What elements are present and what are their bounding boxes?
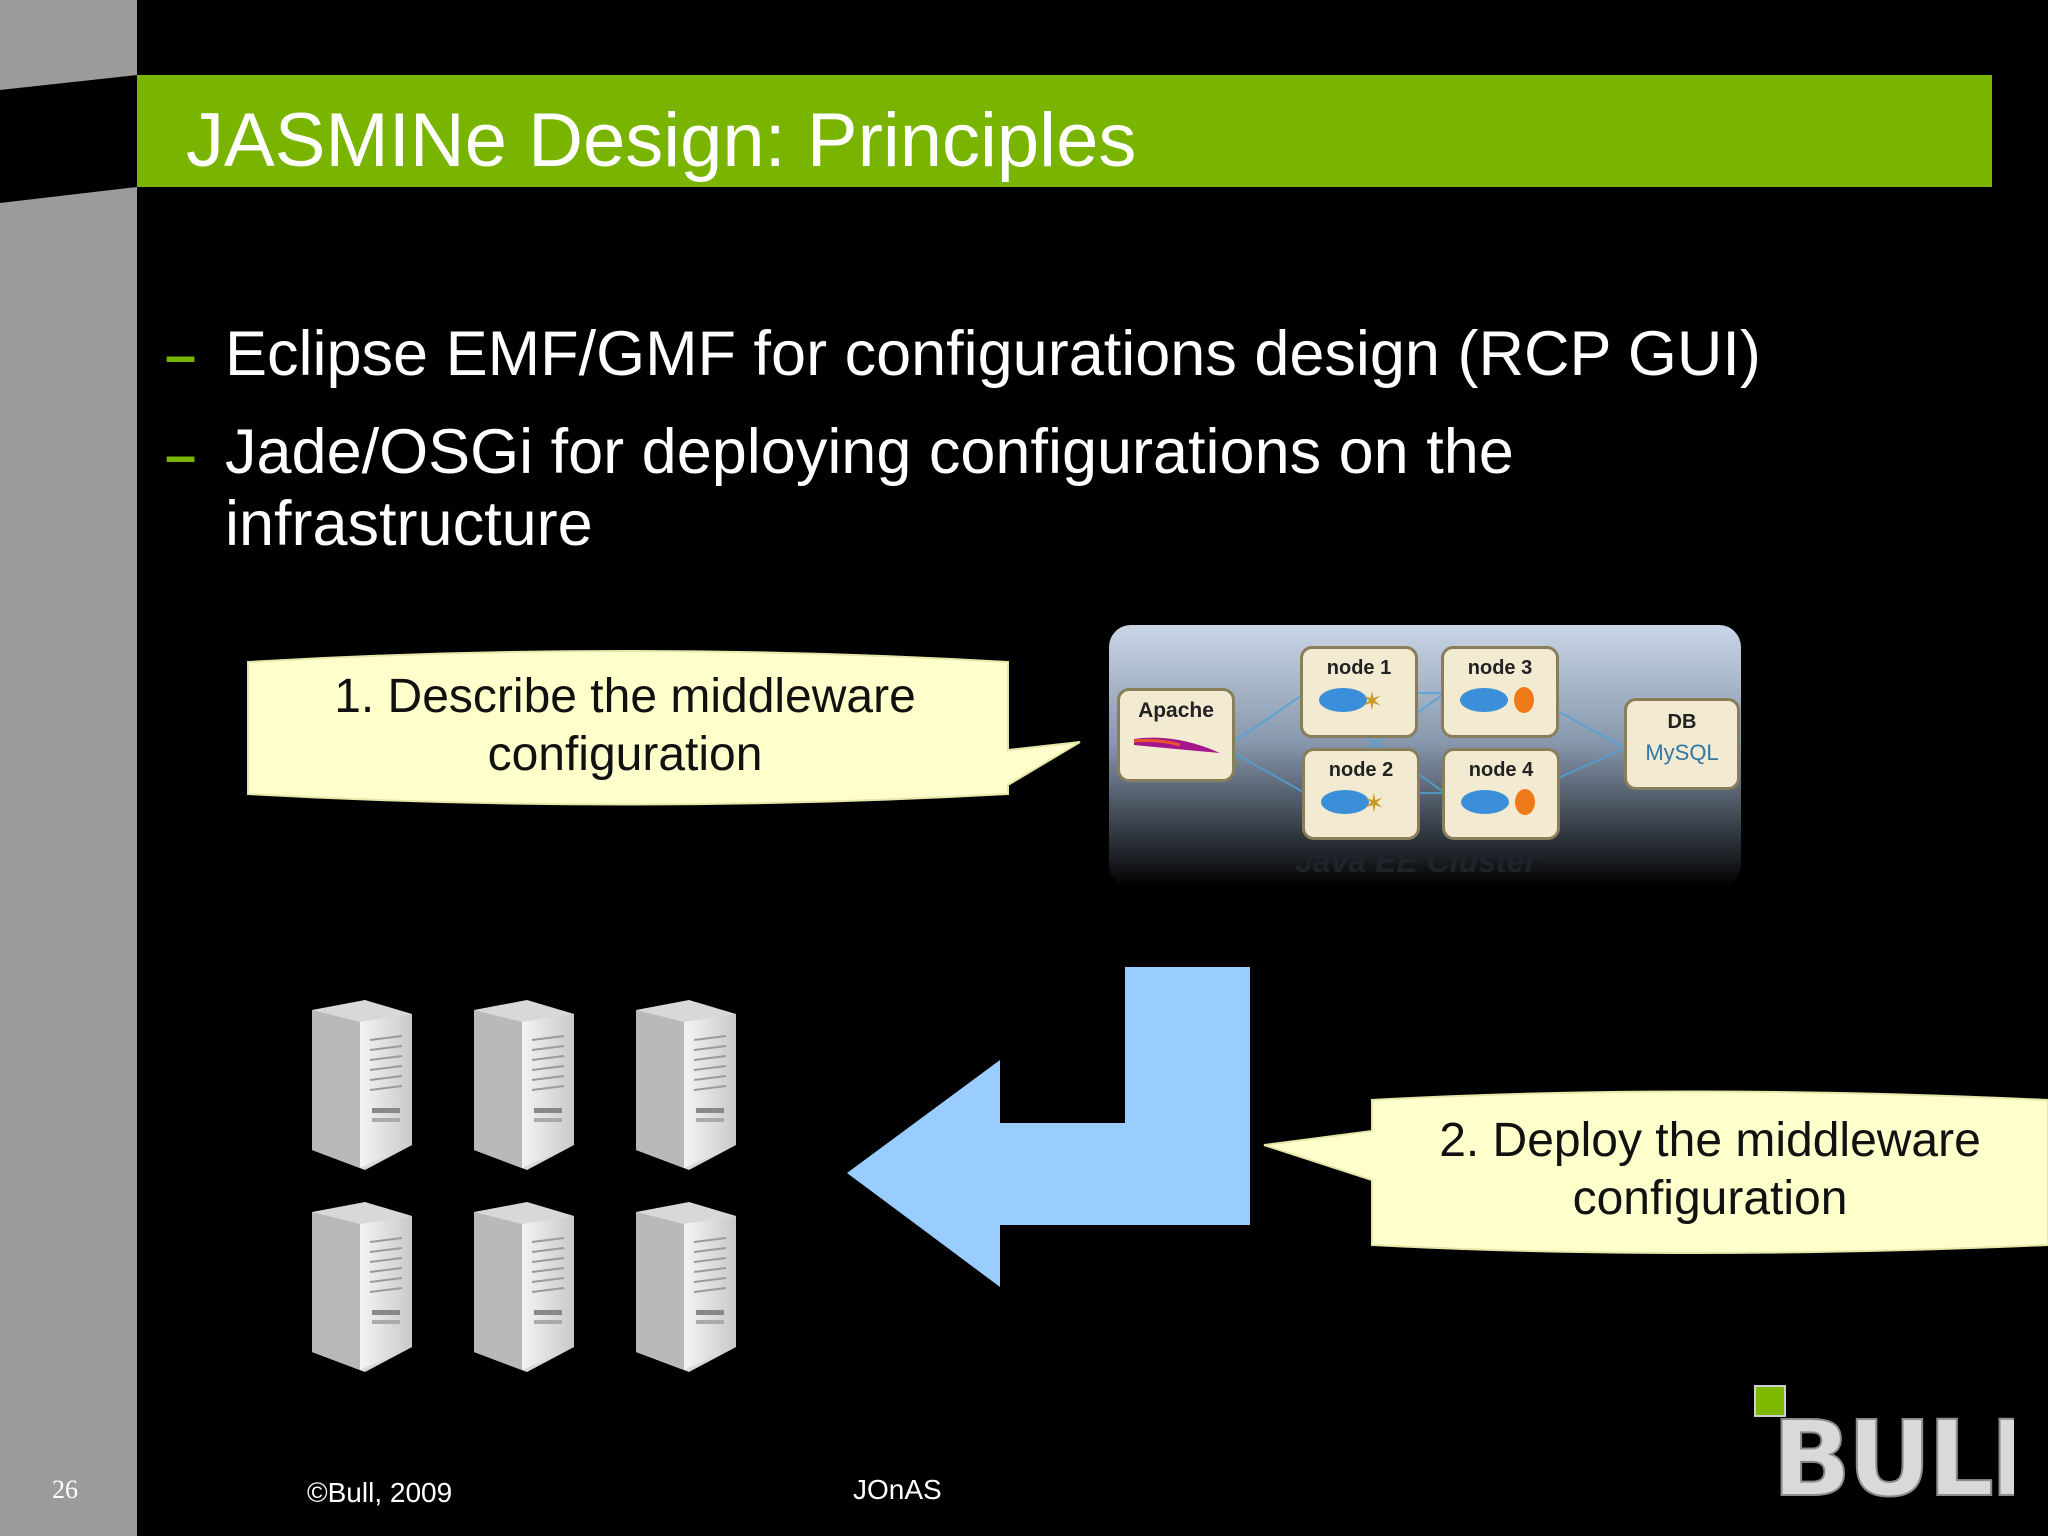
java-ee-cluster-diagram [1109,625,1741,887]
jonas-jetty-icon [1461,789,1535,815]
title-bar [137,75,1992,187]
bull-logo: BULL [1754,1385,2014,1498]
server-icon [635,999,737,1171]
bullet-dash-2: – [165,423,197,486]
apache-feather-icon [1133,737,1220,753]
db-node: DB MySQL [1624,698,1740,790]
bullet-1: Eclipse EMF/GMF for configurations desig… [225,319,1761,389]
callout-deploy-text: 2. Deploy the middleware configuration [1439,1114,1981,1225]
server-icon [473,1201,575,1373]
deploy-arrow [847,967,1250,1287]
mysql-logo: MySQL [1645,740,1719,765]
apache-node: Apache [1117,688,1235,782]
server-icon [473,999,575,1171]
cluster-node-2: node 2 ✶ [1302,748,1420,840]
apache-label: Apache [1138,699,1214,722]
slide-title: JASMINe Design: Principles [186,98,1137,183]
callout-describe-text: 1. Describe the middleware configuration [334,670,916,781]
db-label: DB [1667,711,1697,733]
bull-logo-text: BULL [1772,1398,2014,1498]
node-label: node 1 [1326,657,1392,679]
cluster-caption: Java EE Cluster [1295,843,1537,879]
jonas-jetty-icon [1460,687,1534,713]
node-label: node 3 [1467,657,1533,679]
server-group [311,999,737,1373]
bullet-dash-1: – [165,323,197,386]
svg-text:✶: ✶ [1361,687,1383,717]
jonas-tomcat-icon: ✶ [1319,687,1383,717]
svg-text:✶: ✶ [1363,789,1385,819]
server-icon [311,999,413,1171]
server-icon [635,1201,737,1373]
footer-product: JOnAS [853,1474,942,1505]
server-icon [311,1201,413,1373]
footer-copyright: ©Bull, 2009 [307,1477,453,1508]
callout-describe-bubble [247,650,1081,806]
cluster-node-1: node 1 ✶ [1300,646,1418,738]
sidebar-black-band [0,75,137,203]
node-label: node 2 [1328,759,1394,781]
node-label: node 4 [1468,759,1534,781]
bullet-2: Jade/OSGi for deploying configurations o… [225,417,1514,487]
cluster-node-4: node 4 [1442,748,1560,840]
left-sidebar-stripe [0,0,137,1536]
page-number: 26 [52,1475,78,1504]
cluster-node-3: node 3 [1441,646,1559,738]
bullet-2-continuation: infrastructure [225,489,593,559]
jonas-tomcat-icon: ✶ [1321,789,1385,819]
callout-deploy-bubble [1263,1090,2048,1254]
